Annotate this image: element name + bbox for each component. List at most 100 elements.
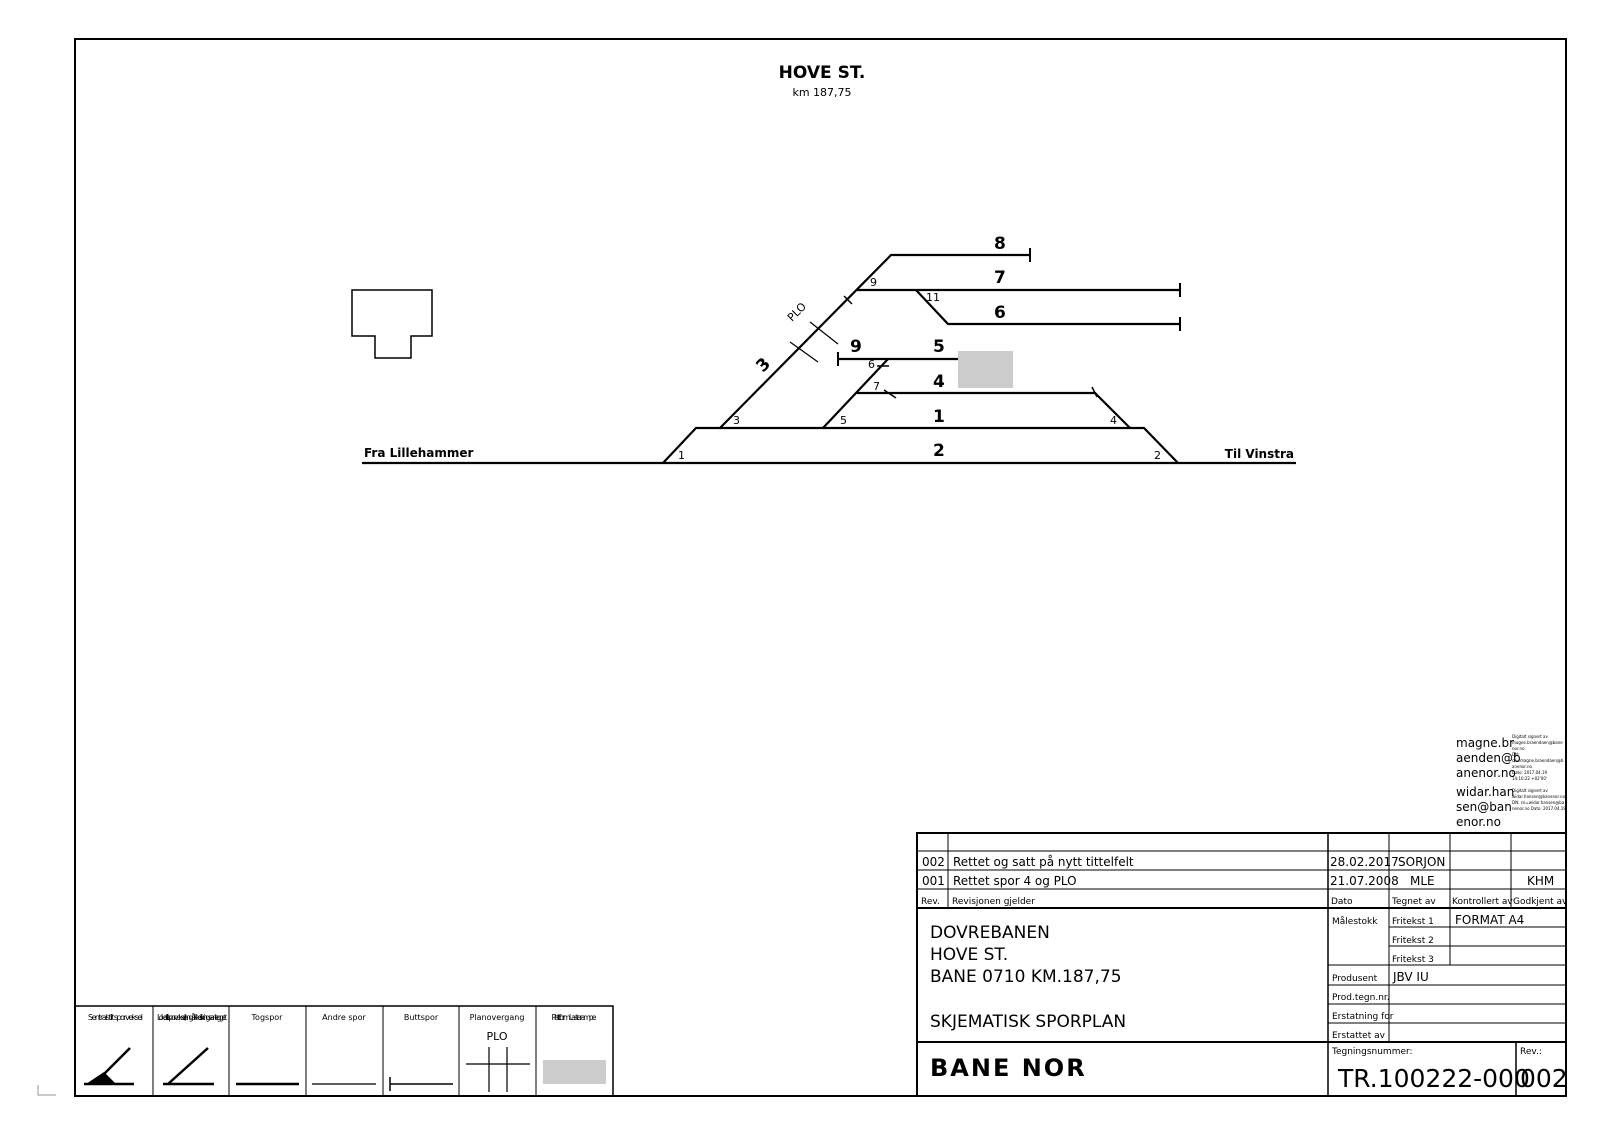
legend-symbols [84,1047,606,1092]
corner-mark [37,1085,56,1096]
track-number-6: 6 [994,303,1006,323]
signature-left-5: sen@ban [1456,800,1512,814]
produsent-label: Produsent [1332,974,1378,984]
legend-local-switch-symbol [163,1047,214,1086]
legend-grid [74,1005,614,1097]
title-line-4: SKJEMATISK SPORPLAN [930,1012,1126,1032]
track-number-2: 2 [933,441,945,461]
legend-central-switch-symbol [84,1047,134,1086]
track-4 [857,391,1131,429]
drawing-number-label: Tegningsnummer: [1331,1047,1413,1057]
legend-local-switch-label: Lokalstilt sporveksel, inngår ikke i sik… [157,1012,227,1022]
signature-right-5: cn=magne.braendaen@b [1512,758,1564,763]
rev-001-approved: KHM [1527,874,1554,888]
switch-number-9: 9 [870,276,877,289]
signature-right-8: 14:10:22 +02'00' [1512,776,1547,781]
switch-number-7: 7 [873,380,880,393]
prodtegn-label: Prod.tegn.nr. [1332,993,1390,1003]
legend-platform-label: Plattform Lasterampe [552,1013,597,1022]
signature-right-7: Dato: 2017.04.19 [1512,770,1548,775]
signature-left-4: widar.han [1456,785,1514,799]
signature-right-12: nenor.no Dato: 2017.04.19 [1512,806,1566,811]
switch-ticks [843,295,1098,399]
station-km: km 187,75 [792,86,851,99]
track-lines [362,253,1296,465]
track-number-5: 5 [933,337,945,357]
title-line-3: BANE 0710 KM.187,75 [930,967,1122,987]
signature-right-9: Digitalt signert av [1512,788,1548,793]
direction-from: Fra Lillehammer [364,446,474,460]
signature-right-10: widar.hansen@banenor.no [1512,794,1566,799]
switch-number-11: 11 [926,291,940,304]
switch-number-2: 2 [1154,449,1161,462]
level-crossing-label: PLO [785,300,809,324]
switch-number-6: 6 [868,358,875,371]
rev-002-drawn: SORJON [1398,855,1445,869]
signature-left-1: magne.br [1456,736,1514,750]
signature-right-2: magne.braendaen@bane [1512,740,1563,745]
level-crossing [789,321,839,363]
legend-level-crossing-symbol [466,1047,530,1092]
rev-001-date: 21.07.2008 [1330,874,1399,888]
rev-002-date: 28.02.2017 [1330,855,1399,869]
signature-left-6: enor.no [1456,815,1501,829]
signature-left-3: anenor.no [1456,766,1516,780]
rev-001-number: 001 [922,874,945,888]
title-block [916,832,1567,1097]
title-line-2: HOVE ST. [930,945,1008,965]
signature-right-4: DN: [1512,752,1519,757]
switch-number-4: 4 [1110,414,1117,427]
rev-header-desc: Revisjonen gjelder [952,897,1035,907]
rev-header-approved: Godkjent av [1513,897,1568,907]
track-number-7: 7 [994,268,1006,288]
legend-dead-end-symbol [389,1077,453,1091]
station-title: HOVE ST. [779,63,866,83]
digital-signatures: magne.br aenden@b anenor.no widar.han se… [1456,734,1566,829]
track-number-4: 4 [933,372,945,392]
title-line-1: DOVREBANEN [930,923,1050,943]
fritekst2-label: Fritekst 2 [1392,936,1434,946]
rev-header-rev: Rev. [921,897,940,907]
track-number-1: 1 [933,407,945,427]
track-1 [662,426,1179,464]
track-4-branch [822,358,889,429]
legend-dead-end-label: Buttspor [404,1013,439,1022]
signature-right-6: anenor.no [1512,764,1533,769]
signature-right-3: nor.no [1512,746,1525,751]
rev-002-desc: Rettet og satt på nytt tittelfelt [953,855,1134,869]
legend-central-switch-label: Sentralstilt sporveksel [88,1013,143,1022]
rev-001-drawn: MLE [1410,874,1435,888]
erstatning-label: Erstatning for [1332,1012,1394,1022]
signature-right-11: DN: cn=widar.hansen@ba [1512,800,1565,805]
drawing-rev-label: Rev.: [1520,1047,1542,1057]
bane-nor-logo: BANE NOR [930,1054,1087,1082]
direction-to: Til Vinstra [1225,447,1294,461]
rev-header-drawn: Tegnet av [1391,897,1436,907]
drawing-number: TR.100222-000 [1337,1064,1530,1093]
buffer-stops [837,248,1181,366]
track-number-3: 3 [752,354,775,377]
fritekst3-label: Fritekst 3 [1392,955,1434,965]
track-number-8: 8 [994,234,1006,254]
signature-right-1: Digitalt signert av [1512,734,1548,739]
legend-level-crossing-sub: PLO [486,1030,507,1043]
rev-header-date: Dato [1331,897,1353,907]
legend-platform-symbol [543,1060,606,1084]
fritekst1-label: Fritekst 1 [1392,917,1434,927]
switch-number-5: 5 [840,414,847,427]
malestokk-label: Målestokk [1332,916,1378,927]
track-number-9: 9 [850,337,862,357]
legend-train-track-label: Togspor [251,1013,284,1022]
signature-left-2: aenden@b [1456,751,1521,765]
rev-001-desc: Rettet spor 4 og PLO [953,874,1077,888]
fritekst1-value: FORMAT A4 [1455,913,1524,927]
track-6 [915,289,1180,326]
rev-header-checked: Kontrollert av [1452,897,1513,907]
legend-other-track-label: Andre spor [322,1013,366,1022]
switch-number-3: 3 [733,414,740,427]
station-building [351,289,433,359]
drawing-frame [74,38,1567,1097]
switch-number-1: 1 [678,449,685,462]
rev-002-number: 002 [922,855,945,869]
